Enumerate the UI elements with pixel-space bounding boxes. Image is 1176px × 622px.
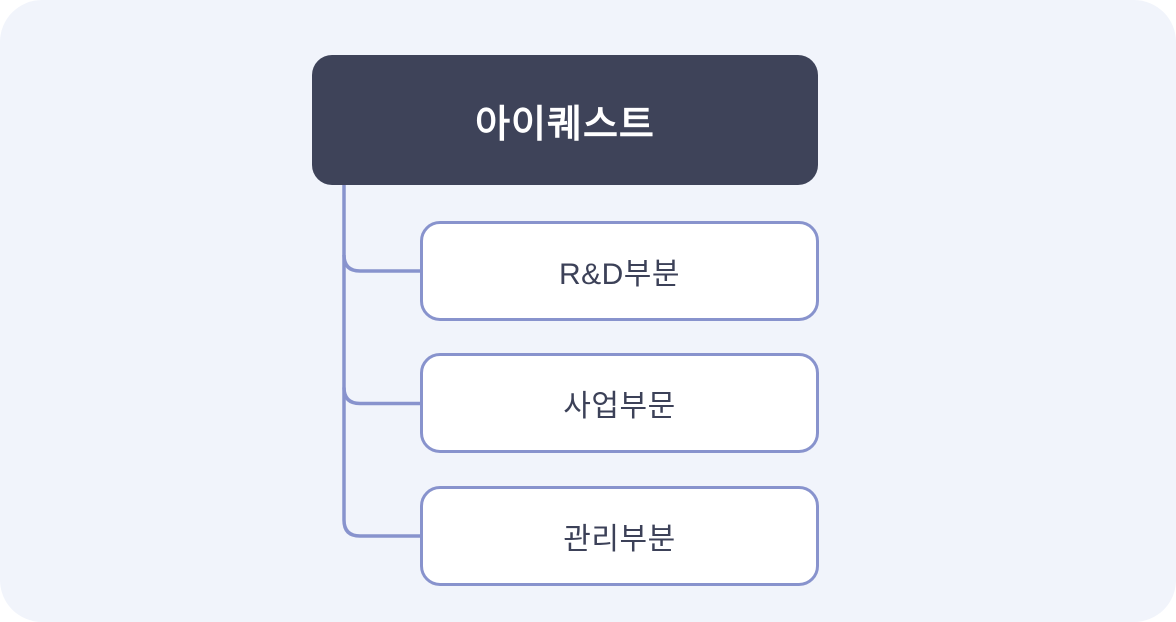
org-node-rnd-division: R&D부분 bbox=[420, 221, 819, 321]
org-node-management-division: 관리부분 bbox=[420, 486, 819, 586]
org-node-label: R&D부분 bbox=[558, 258, 681, 291]
connector-branch-1 bbox=[342, 254, 420, 273]
org-node-label: 관리부분 bbox=[563, 523, 676, 556]
connector-branch-2 bbox=[342, 387, 420, 406]
connector-branch-3 bbox=[342, 519, 420, 538]
org-node-business-division: 사업부문 bbox=[420, 353, 819, 453]
org-node-root-label: 아이퀘스트 bbox=[475, 103, 655, 146]
org-node-label: 사업부문 bbox=[563, 390, 676, 423]
org-node-root: 아이퀘스트 bbox=[312, 55, 818, 185]
